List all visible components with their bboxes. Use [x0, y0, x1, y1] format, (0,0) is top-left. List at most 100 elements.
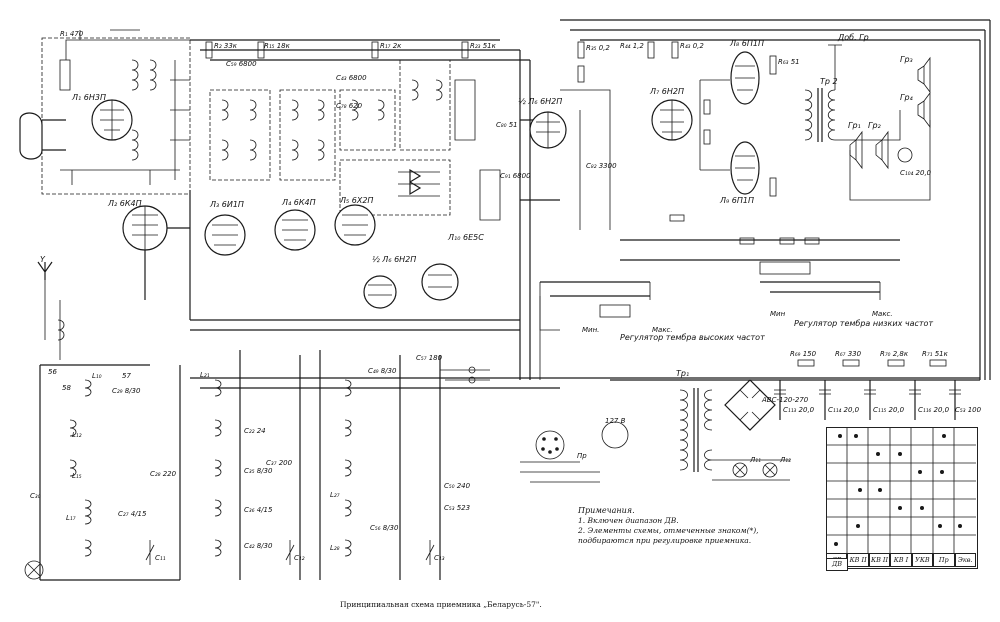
top-resistors: R₂ 33к R₁₅ 18к R₁₇ 2к R₂₃ 51к C₅₉ 6800 C…	[205, 41, 497, 110]
tube-7-label: Л₇ 6Н2П	[649, 87, 684, 96]
l7-label: L₂₈	[330, 544, 340, 552]
cap-c42-label: C₄₂ 8/30	[244, 542, 273, 550]
c3-label: C₇₈ 620	[336, 102, 363, 110]
coil-columns-right: L₂₇ L₂₈ C₄₉ 8/30 C₅₆ 8/30 C₅₇ 180 C₅₀ 24…	[319, 350, 490, 580]
tube-10-label: Л₁₀ 6Е5С	[447, 233, 484, 242]
r13-label: R₇₁ 51к	[922, 350, 949, 358]
switch-table	[826, 427, 978, 569]
antenna-label: Y	[40, 255, 46, 264]
k2-label: C₁₂	[294, 554, 305, 562]
spk-4-label: Гр₄	[900, 93, 914, 102]
c2-label: C₄₃ 6800	[336, 74, 367, 82]
tube-l2: Л₂ 6К4П	[107, 190, 191, 320]
note-item-1: 1. Включен диапазон ДВ.	[578, 516, 679, 525]
power-supply: Тр₁ АВС-120-270 127 В Пр Л₁₁ Л₁₂	[520, 369, 980, 483]
c8-label: C₁₁₃ 20,0	[783, 406, 815, 414]
r4-label: R₁₇ 2к	[380, 42, 402, 50]
cap-c56-label: C₅₆ 8/30	[370, 524, 399, 532]
switch-tab-ukv: УКВ	[911, 553, 934, 567]
tube-6-label: ½ Л₆ 6Н2П	[518, 97, 562, 106]
if-transformers	[209, 59, 451, 216]
vhf-unit: R₁ 470 Л₁ 6Н3П	[19, 29, 191, 195]
r12-label: R₇₀ 2,8к	[880, 350, 909, 358]
tube-6b-label: ½ Л₆ 6Н2П	[372, 255, 416, 264]
bus-lines	[190, 19, 991, 389]
tube-1-label: Л₁ 6Н3П	[71, 93, 106, 102]
c6-label: C₉₁ 6800	[500, 172, 531, 180]
l5-label: L₂₁	[200, 371, 210, 379]
c10-label: C₁₁₅ 20,0	[873, 406, 905, 414]
r2-label: R₂ 33к	[214, 42, 238, 50]
notes-title: Примечания.	[578, 506, 635, 515]
tube-4-label: Л₄ 6К4П	[281, 198, 316, 207]
note-item-2: 2. Элементы схемы, отмеченные знаком(*),…	[578, 526, 759, 545]
cap-c22-label: C₂₂ 24	[244, 427, 266, 435]
output-transformer: Тр 2 Доб. Гр Гр₁ Гр₂ Гр₃ Гр₄ C₁₀₄ 20,0	[804, 33, 932, 201]
cap-c37-label: C₃₇ 200	[266, 459, 293, 467]
input-section: Y L₁₀ L₁₂ L₁₅ L₁₇ C₂₉ 8/30 C₂₈ 220 C₂₇ 4…	[24, 255, 180, 581]
switch-tab-kv1: КВ I	[890, 553, 912, 567]
cap-c28-label: C₂₈ 220	[150, 470, 177, 478]
l2-label: L₁₂	[72, 431, 82, 439]
c7-label: C₁₀₄ 20,0	[900, 169, 932, 177]
r7-label: R₄₄ 1,2	[620, 42, 644, 50]
tube-l6: ½ Л₆ 6Н2П R₃₅ 0,2 C₈₀ 51 C₈₂ 3300 C₉₁ 68…	[496, 41, 617, 230]
spk-3-label: Гр₃	[900, 55, 913, 64]
r10-label: R₆₉ 150	[790, 350, 817, 358]
reg-low-label: Регулятор тембра низких частот	[794, 319, 933, 328]
transformer-out-label: Тр 2	[820, 77, 838, 86]
switch-tab-dv: ДВ	[826, 558, 848, 571]
detector	[398, 79, 501, 221]
ext-speaker-label: Доб. Гр	[837, 33, 869, 42]
switch-tabs: СВ КВ II КВ II КВ I УКВ Пр Экв.	[826, 553, 976, 567]
switch-tab-kv2b: КВ II	[868, 553, 891, 567]
r8-label: R₄₃ 0,2	[680, 42, 704, 50]
gnd-num-2: 57	[122, 372, 131, 380]
c9-label: C₁₁₄ 20,0	[828, 406, 860, 414]
diagram-caption: Принципиальная схема приемника „Беларусь…	[340, 600, 542, 609]
tube-9-label: Л₉ 6П1П	[719, 196, 754, 205]
c1-label: C₅₉ 6800	[226, 60, 257, 68]
tubes-mid: Л₃ 6И1П Л₄ 6К4П Л₅ 6Х2П Л₁₀ 6Е5С ½ Л₆ 6Н…	[204, 196, 484, 309]
spk-1-label: Гр₁	[848, 121, 861, 130]
cap-c27-label: C₂₇ 4/15	[118, 510, 147, 518]
c11-label: C₁₁₆ 20,0	[918, 406, 950, 414]
cap-c49-label: C₄₉ 8/30	[368, 367, 397, 375]
spk-2-label: Гр₂	[868, 121, 882, 130]
min-1-label: Мин.	[582, 326, 599, 334]
switch-tab-kv2a: КВ II	[847, 553, 869, 567]
switch-tab-ekv: Экв.	[954, 553, 976, 567]
c4-label: C₈₀ 51	[496, 121, 518, 129]
tube-8-label: Л₈ 6П1П	[729, 39, 764, 48]
switch-tab-pr: Пр	[933, 553, 955, 567]
coil-columns: L₂₁ C₂₂ 24 C₃₅ 8/30 C₃₆ 4/15 C₄₂ 8/30 C₃…	[179, 350, 305, 580]
voltage-label: 127 В	[605, 417, 626, 425]
l6-label: L₂₇	[330, 491, 340, 499]
transformer-pow-label: Тр₁	[676, 369, 689, 378]
switch-grid	[826, 427, 976, 553]
r1-label: R₁ 470	[60, 30, 84, 38]
c15-label: C₅₇ 180	[416, 354, 443, 362]
max-2-label: Макс.	[872, 310, 893, 318]
r11-label: R₆₇ 330	[835, 350, 862, 358]
tube-2-label: Л₂ 6К4П	[107, 199, 142, 208]
tube-3-label: Л₃ 6И1П	[209, 200, 244, 209]
r9-label: R₆₃ 51	[778, 58, 800, 66]
min-2-label: Мин	[770, 310, 786, 318]
l4-label: L₁₇	[66, 514, 76, 522]
l3-label: L₁₅	[72, 472, 82, 480]
r3-label: R₁₅ 18к	[264, 42, 291, 50]
gnd-num-3: 56	[48, 368, 57, 376]
l1-label: L₁₀	[92, 372, 102, 380]
gnd-num-1: 58	[62, 384, 71, 392]
c13-label: C₅₀ 240	[444, 482, 471, 490]
cap-c30-label: C₃₀	[30, 492, 41, 500]
output-stage: Л₇ 6Н2П R₄₄ 1,2 R₄₃ 0,2 Л₈ 6П1П Л₉ 6П1П …	[620, 39, 800, 205]
k3-label: C₁₃	[434, 554, 445, 562]
r5-label: R₂₃ 51к	[470, 42, 497, 50]
tone-controls: Регулятор тембра высоких частот Регулято…	[539, 214, 933, 380]
rectifier-label: АВС-120-270	[761, 396, 809, 404]
c5-label: C₈₂ 3300	[586, 162, 617, 170]
c12-label: C₅₃ 100	[955, 406, 982, 414]
